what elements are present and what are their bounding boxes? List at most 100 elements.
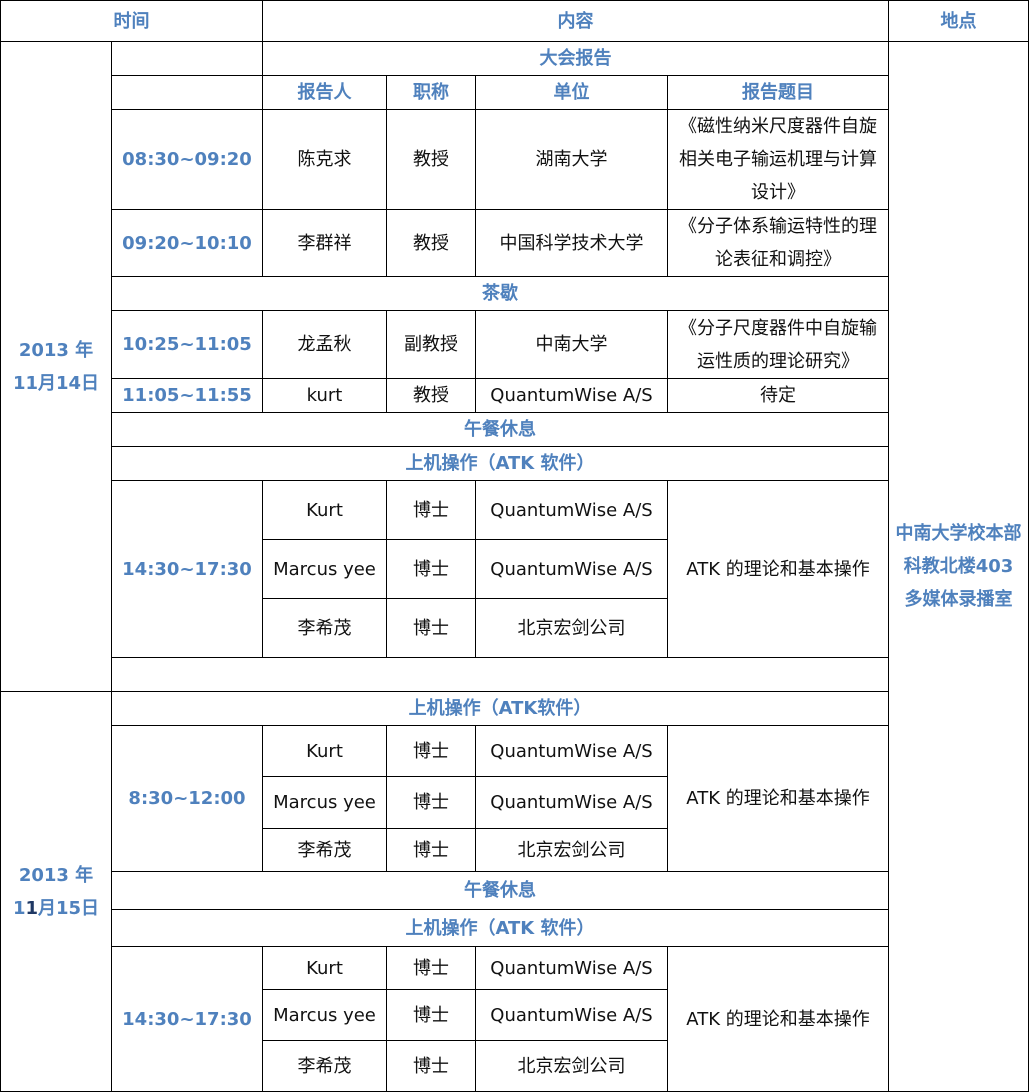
handson-speaker: Marcus yee	[262, 539, 387, 599]
talk-org: QuantumWise A/S	[475, 378, 668, 413]
lunch-row: 午餐休息	[1, 871, 1029, 910]
handson-speaker: Kurt	[262, 480, 387, 540]
tea-break-row: 茶歇	[1, 276, 1029, 311]
pm-title: 博士	[386, 946, 476, 990]
am-speaker: Kurt	[262, 725, 387, 777]
am-title: 博士	[386, 828, 476, 872]
talk-time: 08:30~09:20	[111, 109, 263, 210]
table-row: Marcus yee 博士 QuantumWise A/S	[1, 989, 1029, 1041]
date-cell-day1: 2013 年 11月14日	[0, 41, 112, 692]
handson-title: 上机操作（ATK 软件）	[111, 446, 889, 481]
pm-speaker: Kurt	[262, 946, 387, 990]
talk-org: 中国科学技术大学	[475, 209, 668, 277]
talk-time: 11:05~11:55	[111, 378, 263, 413]
handson-time: 14:30~17:30	[111, 480, 263, 658]
pm-speaker: Marcus yee	[262, 989, 387, 1041]
table-row: 08:30~09:20 陈克求 教授 湖南大学 《磁性纳米尺度器件自旋相关电子输…	[1, 109, 1029, 210]
table-row: 李希茂 博士 北京宏剑公司	[1, 1040, 1029, 1092]
table-row: 09:20~10:10 李群祥 教授 中国科学技术大学 《分子体系输运特性的理论…	[1, 209, 1029, 277]
table-row: Marcus yee 博士 QuantumWise A/S	[1, 539, 1029, 599]
table-row: 10:25~11:05 龙孟秋 副教授 中南大学 《分子尺度器件中自旋输运性质的…	[1, 310, 1029, 379]
header-row: 时间 内容 地点	[0, 0, 1029, 42]
header-content: 内容	[262, 0, 889, 42]
table-row: 11:05~11:55 kurt 教授 QuantumWise A/S 待定	[1, 378, 1029, 413]
table-row: 李希茂 博士 北京宏剑公司	[1, 828, 1029, 872]
pm-title: 博士	[386, 989, 476, 1041]
blank-cell	[111, 41, 263, 76]
col-topic: 报告题目	[667, 75, 889, 110]
talk-time: 10:25~11:05	[111, 310, 263, 379]
handson-title-row: 上机操作（ATK 软件）	[1, 446, 1029, 481]
lunch-row: 午餐休息	[1, 412, 1029, 447]
am-title: 博士	[386, 776, 476, 829]
talk-org: 湖南大学	[475, 109, 668, 210]
date-day: 11月14日	[12, 372, 100, 394]
date-year: 2013 年	[18, 864, 94, 886]
talk-title: 副教授	[386, 310, 476, 379]
talk-speaker: 陈克求	[262, 109, 387, 210]
blank-cell	[111, 75, 263, 110]
am-title: 博士	[386, 725, 476, 777]
handson-title-cell: 博士	[386, 598, 476, 658]
am-org: 北京宏剑公司	[475, 828, 668, 872]
column-header-row: 报告人 职称 单位 报告题目	[1, 75, 1029, 110]
table-row: Marcus yee 博士 QuantumWise A/S	[1, 776, 1029, 829]
tea-break: 茶歇	[111, 276, 889, 311]
handson-speaker: 李希茂	[262, 598, 387, 658]
plenary-title: 大会报告	[262, 41, 889, 76]
col-org: 单位	[475, 75, 668, 110]
talk-speaker: 李群祥	[262, 209, 387, 277]
col-speaker: 报告人	[262, 75, 387, 110]
pm-topic: ATK 的理论和基本操作	[667, 946, 889, 1092]
plenary-title-row: 2013 年 11月14日 大会报告 中南大学校本部科教北楼403多媒体录播室	[0, 41, 1029, 1092]
date-day: 11月15日	[12, 897, 100, 919]
talk-topic: 《分子尺度器件中自旋输运性质的理论研究》	[667, 310, 889, 379]
handson-title-row: 2013 年 11月15日 上机操作（ATK软件）	[0, 691, 1029, 1092]
handson-title-cell: 博士	[386, 539, 476, 599]
talk-topic: 待定	[667, 378, 889, 413]
am-speaker: Marcus yee	[262, 776, 387, 829]
date-year: 2013 年	[18, 339, 94, 361]
am-org: QuantumWise A/S	[475, 776, 668, 829]
table-row: 14:30~17:30 Kurt 博士 QuantumWise A/S ATK …	[1, 480, 1029, 658]
header-place: 地点	[888, 0, 1029, 42]
handson-org: QuantumWise A/S	[475, 480, 668, 540]
handson-topic: ATK 的理论和基本操作	[667, 480, 889, 658]
talk-org: 中南大学	[475, 310, 668, 379]
pm-title: 博士	[386, 1040, 476, 1092]
spacer-cell	[111, 657, 1029, 692]
date-cell-day2: 2013 年 11月15日	[0, 691, 112, 1092]
handson-org: 北京宏剑公司	[475, 598, 668, 658]
lunch-break: 午餐休息	[111, 871, 889, 910]
handson-org: QuantumWise A/S	[475, 539, 668, 599]
pm-speaker: 李希茂	[262, 1040, 387, 1092]
am-time: 8:30~12:00	[111, 725, 263, 872]
col-title: 职称	[386, 75, 476, 110]
pm-time: 14:30~17:30	[111, 946, 263, 1092]
place-text: 中南大学校本部科教北楼403多媒体录播室	[895, 523, 1022, 610]
table-row: 14:30~17:30 Kurt 博士 QuantumWise A/S ATK …	[1, 946, 1029, 1092]
handson-title-pm: 上机操作（ATK 软件）	[111, 909, 889, 947]
handson-title-am: 上机操作（ATK软件）	[111, 691, 889, 726]
pm-org: QuantumWise A/S	[475, 989, 668, 1041]
spacer-row	[1, 657, 1029, 692]
table-row: 李希茂 博士 北京宏剑公司	[1, 598, 1029, 658]
talk-topic: 《磁性纳米尺度器件自旋相关电子输运机理与计算设计》	[667, 109, 889, 210]
talk-time: 09:20~10:10	[111, 209, 263, 277]
handson-title-row: 上机操作（ATK 软件）	[1, 909, 1029, 947]
am-org: QuantumWise A/S	[475, 725, 668, 777]
talk-topic: 《分子体系输运特性的理论表征和调控》	[667, 209, 889, 277]
talk-title: 教授	[386, 209, 476, 277]
talk-speaker: kurt	[262, 378, 387, 413]
pm-org: 北京宏剑公司	[475, 1040, 668, 1092]
am-topic: ATK 的理论和基本操作	[667, 725, 889, 872]
talk-title: 教授	[386, 109, 476, 210]
handson-title-cell: 博士	[386, 480, 476, 540]
am-speaker: 李希茂	[262, 828, 387, 872]
table-row: 8:30~12:00 Kurt 博士 QuantumWise A/S ATK 的…	[1, 725, 1029, 872]
talk-title: 教授	[386, 378, 476, 413]
header-time: 时间	[0, 0, 263, 42]
pm-org: QuantumWise A/S	[475, 946, 668, 990]
talk-speaker: 龙孟秋	[262, 310, 387, 379]
